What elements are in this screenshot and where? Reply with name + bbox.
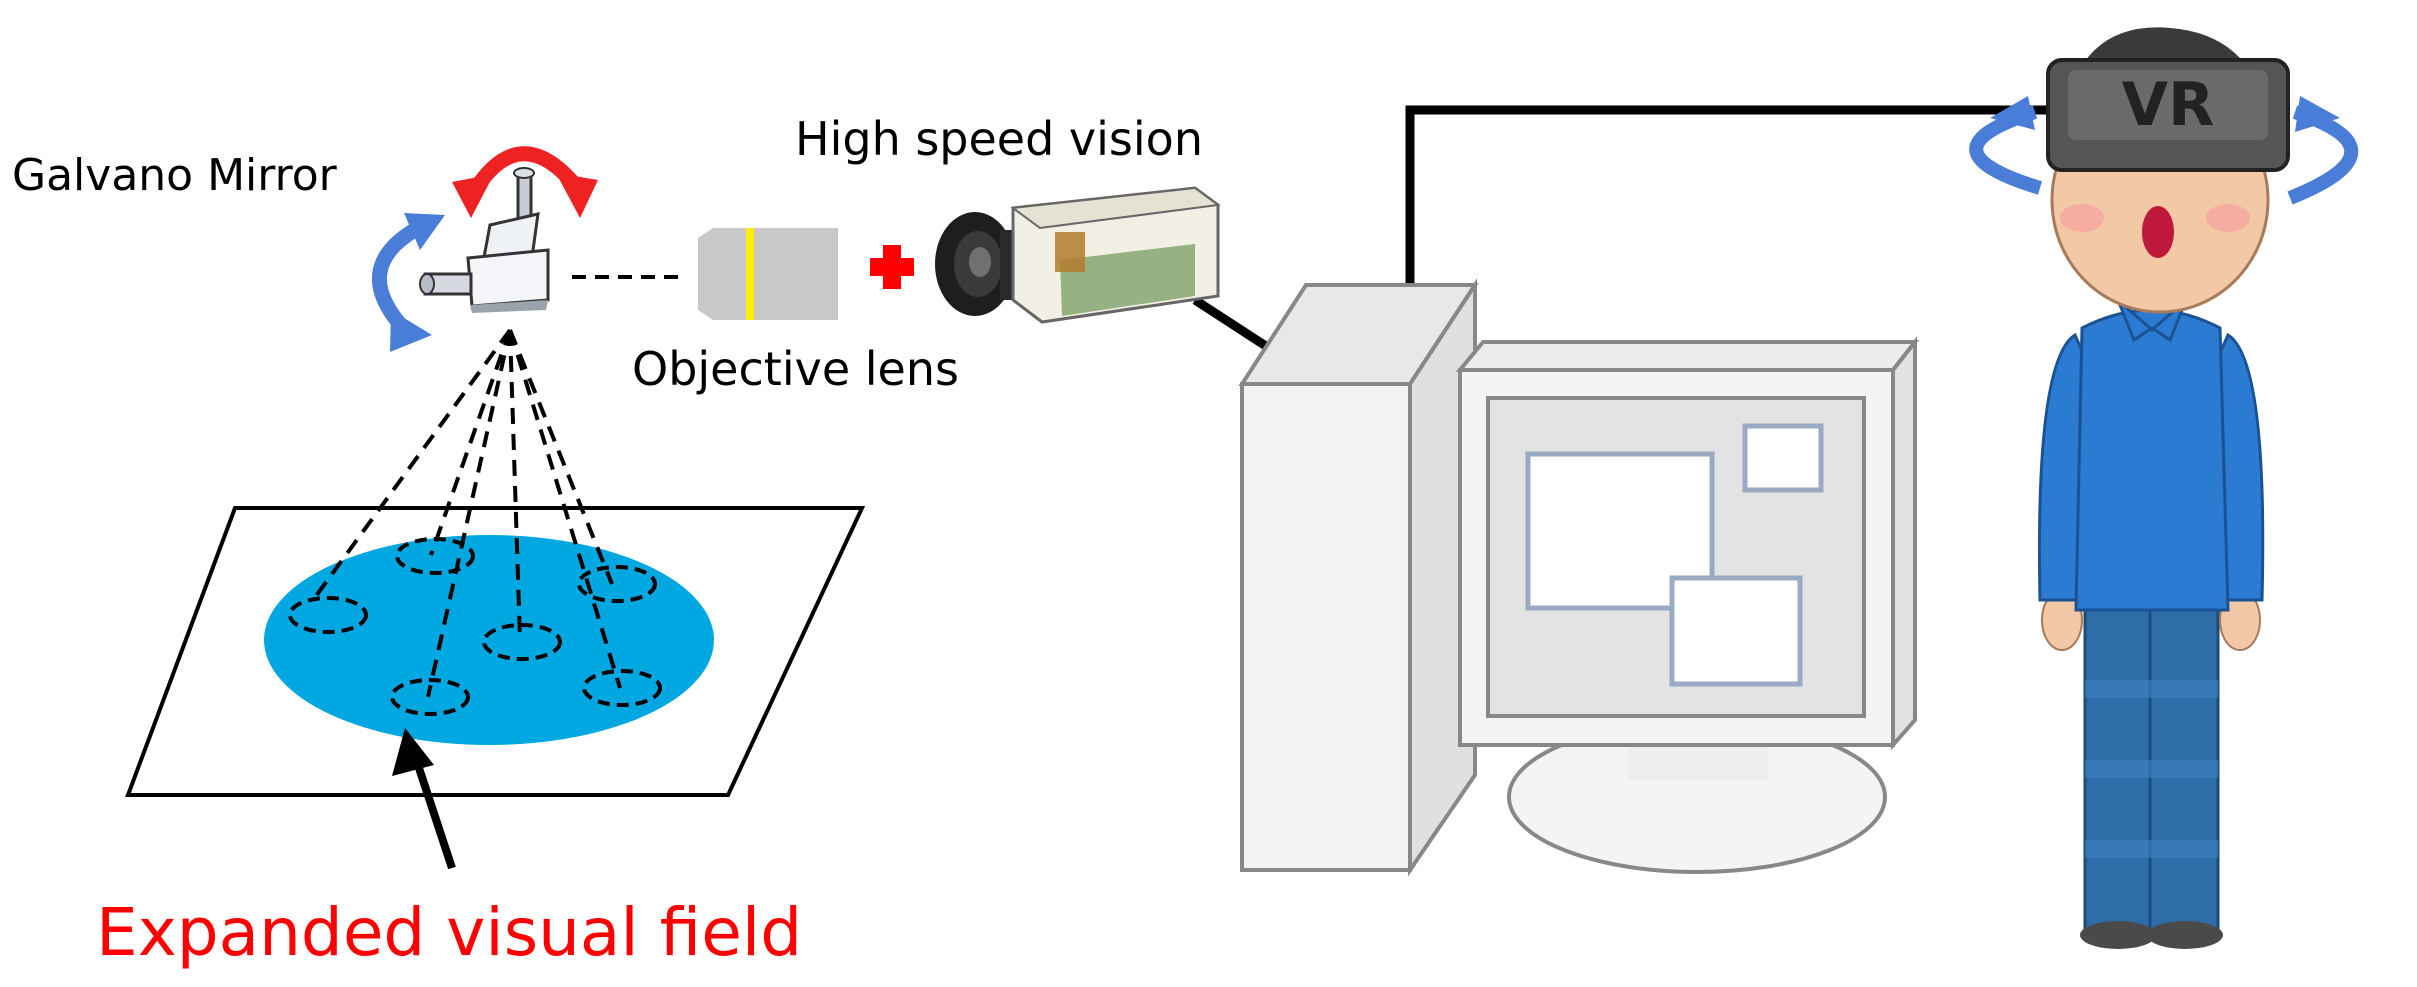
objective-lens-label: Objective lens — [632, 342, 959, 396]
head-rotation-arrow-right — [2287, 96, 2359, 205]
scan-rays — [314, 328, 622, 698]
galvano-mirror-icon — [419, 167, 550, 313]
computer-to-vr-cable — [1405, 105, 2055, 288]
screen-windows — [1525, 423, 1824, 687]
mirror-rotation-arrow-red — [452, 146, 598, 218]
camera-to-computer-cable — [1192, 296, 1278, 356]
vr-headset-label: VR — [2122, 70, 2215, 140]
expanded-visual-field-label: Expanded visual field — [96, 894, 802, 971]
head-rotation-arrow-left — [1969, 96, 2043, 195]
monitor-icon — [1455, 336, 1920, 874]
scan-spots — [288, 537, 662, 716]
vr-headset-icon: VR — [2046, 58, 2290, 172]
camera-icon — [935, 186, 1221, 324]
computer-tower-icon — [1238, 278, 1479, 877]
mirror-rotation-arrow-blue — [371, 213, 445, 352]
plus-icon — [870, 245, 914, 289]
galvano-mirror-label: Galvano Mirror — [12, 150, 338, 201]
high-speed-vision-label: High speed vision — [795, 112, 1203, 166]
mouth — [2142, 206, 2174, 258]
person-vr-icon: VR — [2037, 27, 2290, 949]
objective-lens-icon — [698, 228, 838, 320]
expanded-visual-field-area — [264, 535, 714, 745]
visual-field-pointer-arrow — [392, 728, 456, 870]
